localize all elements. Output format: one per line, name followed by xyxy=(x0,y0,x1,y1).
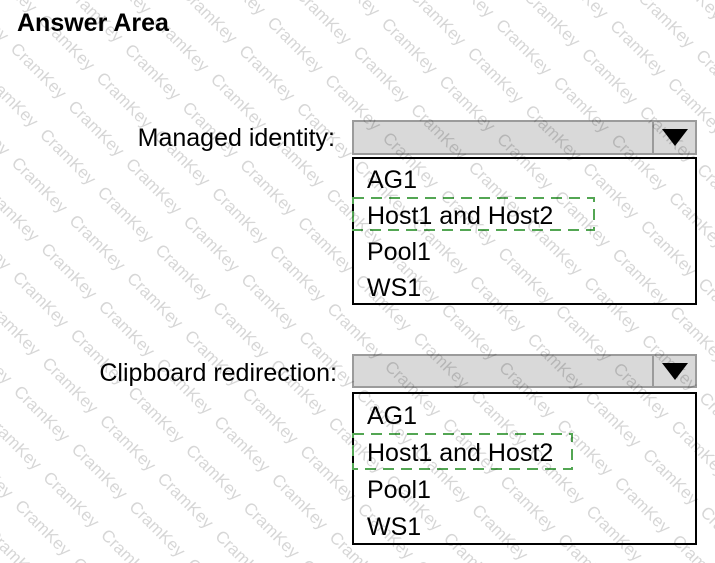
clipboard-redirection-select-box[interactable] xyxy=(352,354,697,388)
managed-identity-select-box[interactable] xyxy=(352,120,697,155)
managed-identity-dropdown-arrow-button[interactable] xyxy=(652,122,695,153)
clipboard-redirection-label: Clipboard redirection: xyxy=(99,359,337,387)
clipboard-redirection-dropdown: AG1 Host1 and Host2 Pool1 WS1 xyxy=(352,354,697,545)
option-host1-and-host2[interactable]: Host1 and Host2 xyxy=(367,202,554,230)
managed-identity-label: Managed identity: xyxy=(137,124,335,152)
caret-down-icon xyxy=(661,129,688,146)
caret-down-icon xyxy=(661,362,688,380)
option-ws1[interactable]: WS1 xyxy=(367,513,422,541)
option-pool1[interactable]: Pool1 xyxy=(367,476,431,504)
option-ag1[interactable]: AG1 xyxy=(367,166,418,194)
clipboard-redirection-option-list: AG1 Host1 and Host2 Pool1 WS1 xyxy=(352,392,697,545)
managed-identity-dropdown: AG1 Host1 and Host2 Pool1 WS1 xyxy=(352,120,697,305)
page-title: Answer Area xyxy=(17,9,169,37)
option-ag1[interactable]: AG1 xyxy=(367,402,418,430)
clipboard-redirection-dropdown-arrow-button[interactable] xyxy=(652,356,695,386)
managed-identity-option-list: AG1 Host1 and Host2 Pool1 WS1 xyxy=(352,157,697,305)
option-pool1[interactable]: Pool1 xyxy=(367,238,431,266)
option-host1-and-host2[interactable]: Host1 and Host2 xyxy=(367,439,554,467)
option-ws1[interactable]: WS1 xyxy=(367,274,422,302)
